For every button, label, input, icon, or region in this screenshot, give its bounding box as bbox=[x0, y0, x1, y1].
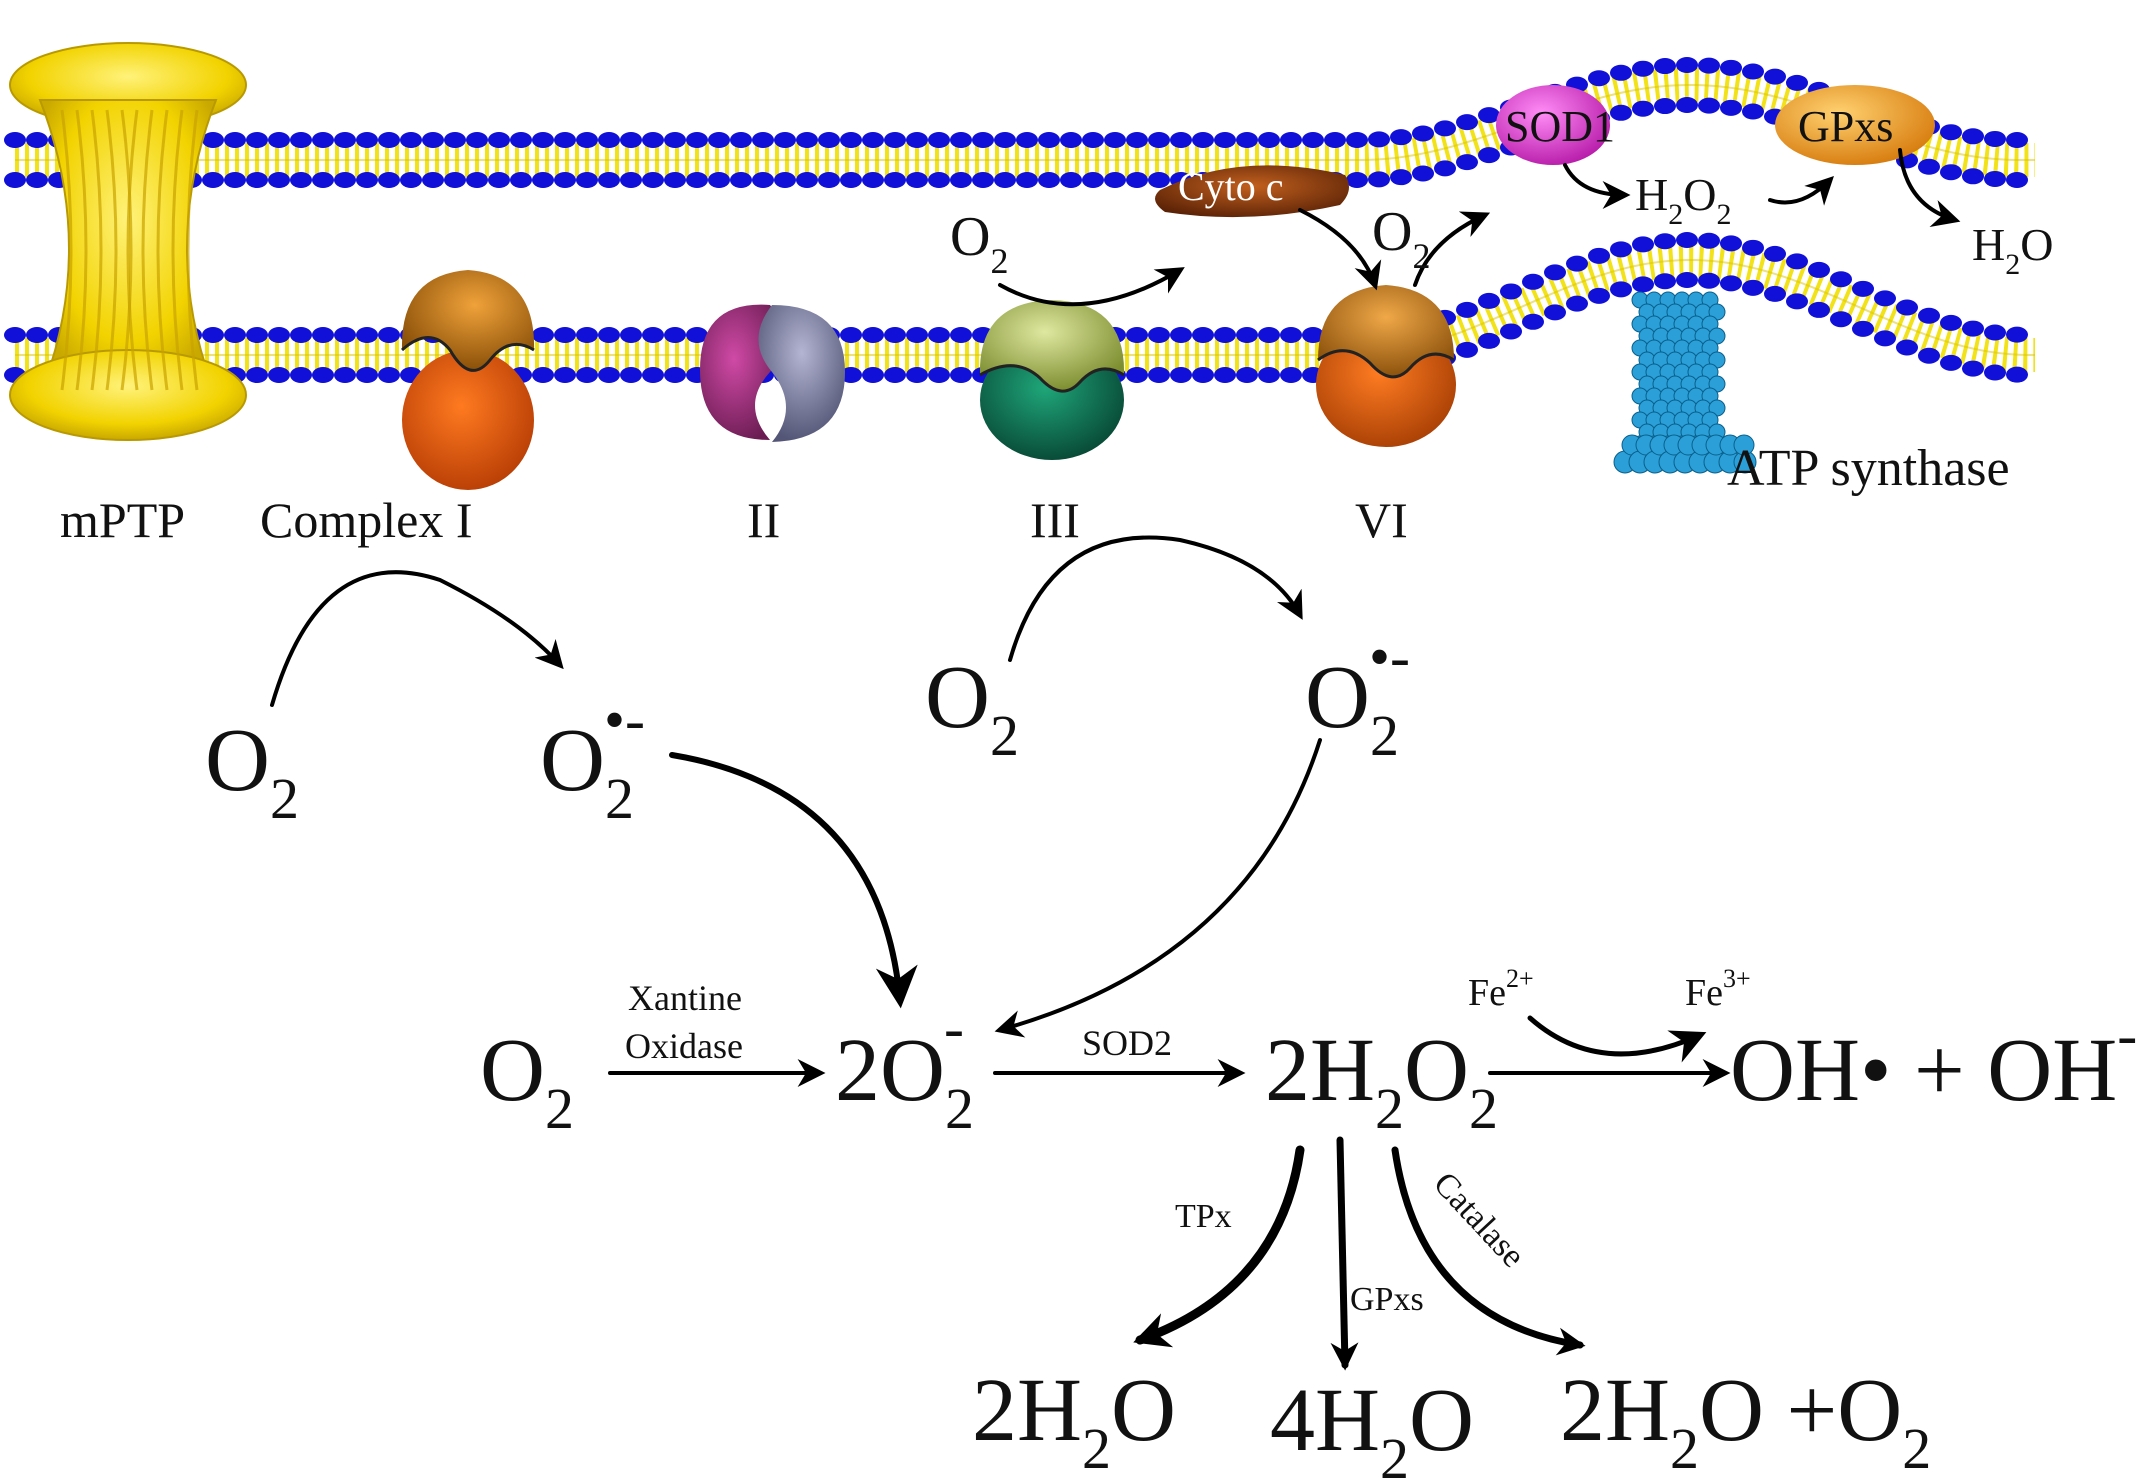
arrow-gpxs-to-h2o bbox=[1898, 148, 1961, 227]
arrow-sod1-to-h2o2 bbox=[1563, 163, 1631, 209]
arrow-catalase bbox=[1391, 1146, 1586, 1356]
arrow-h2o2-to-gpxs bbox=[1768, 176, 1834, 206]
atp-synthase-label: ATP synthase bbox=[1727, 440, 2010, 497]
arrow-gpxs bbox=[1330, 1136, 1359, 1371]
product-2h2o-o2: 2H2O +O2 bbox=[1560, 1361, 1931, 1481]
o2-left: O2 bbox=[205, 711, 299, 831]
atp-synthase bbox=[1613, 291, 1757, 474]
gpxs-enzyme-top bbox=[1775, 85, 1935, 165]
o2-main: O2 bbox=[480, 1021, 574, 1141]
catalase-label: Catalase bbox=[1426, 1165, 1532, 1274]
sod2-label: SOD2 bbox=[1082, 1023, 1172, 1063]
outer-membrane bbox=[4, 57, 2035, 188]
sod1-label: SOD1 bbox=[1505, 102, 1615, 151]
mptp-channel bbox=[9, 42, 247, 441]
top-h2o2: H2O2 bbox=[1635, 169, 1731, 231]
complex-3-label: III bbox=[1030, 492, 1080, 548]
hydrogen-peroxide-main: 2H2O2 bbox=[1265, 1021, 1498, 1141]
gpxs-top-label: GPxs bbox=[1798, 102, 1893, 151]
gpxs-label: GPxs bbox=[1350, 1281, 1424, 1318]
o2-right: O2 bbox=[925, 648, 1019, 768]
mptp-label: mPTP bbox=[60, 492, 185, 548]
superoxide-right: O2•- bbox=[1305, 624, 1410, 768]
complex-4 bbox=[1316, 285, 1456, 447]
superoxide-left: O2•- bbox=[540, 687, 645, 831]
complex-1 bbox=[401, 270, 535, 490]
fe3-label: Fe3+ bbox=[1685, 964, 1751, 1014]
fe2-label: Fe2+ bbox=[1468, 964, 1534, 1014]
top-o2-right: O2 bbox=[1372, 201, 1430, 276]
arrow-cytoc-to-complex4 bbox=[1298, 208, 1382, 291]
arrow-fe2-to-fe3 bbox=[1527, 1015, 1707, 1063]
top-o2-left: O2 bbox=[950, 206, 1008, 281]
arrow-o2-to-cytoc bbox=[998, 267, 1185, 307]
tpx-label: TPx bbox=[1175, 1198, 1232, 1235]
cytochrome-c-label: Cyto c bbox=[1178, 164, 1284, 209]
complex-3 bbox=[979, 300, 1125, 460]
arrow-tpx bbox=[1133, 1145, 1305, 1348]
top-h2o: H2O bbox=[1972, 219, 2053, 281]
oxidase-label: Oxidase bbox=[625, 1026, 743, 1066]
complex-4-label: VI bbox=[1355, 492, 1408, 548]
arrow-superoxide-left-to-dismutation bbox=[669, 752, 918, 1009]
arrow-complex4-o2-out bbox=[1413, 211, 1491, 287]
complex-2-label: II bbox=[747, 492, 780, 548]
cytochrome-c bbox=[1155, 165, 1349, 218]
superoxide-2: 2O2- bbox=[835, 995, 974, 1141]
xantine-label: Xantine bbox=[628, 978, 742, 1018]
complex-1-label: Complex I bbox=[260, 492, 472, 548]
arrow-o2-to-superoxide-right bbox=[1008, 535, 1303, 662]
arrow-o2-to-superoxide-left bbox=[270, 570, 564, 707]
product-2h2o: 2H2O bbox=[972, 1361, 1176, 1481]
hydroxyl-products: OH• + OH- bbox=[1730, 1002, 2137, 1120]
complex-2 bbox=[700, 304, 845, 442]
product-4h2o: 4H2O bbox=[1270, 1371, 1474, 1483]
arrow-superoxide-right-to-dismutation bbox=[994, 738, 1322, 1038]
sod1-enzyme bbox=[1496, 85, 1610, 165]
